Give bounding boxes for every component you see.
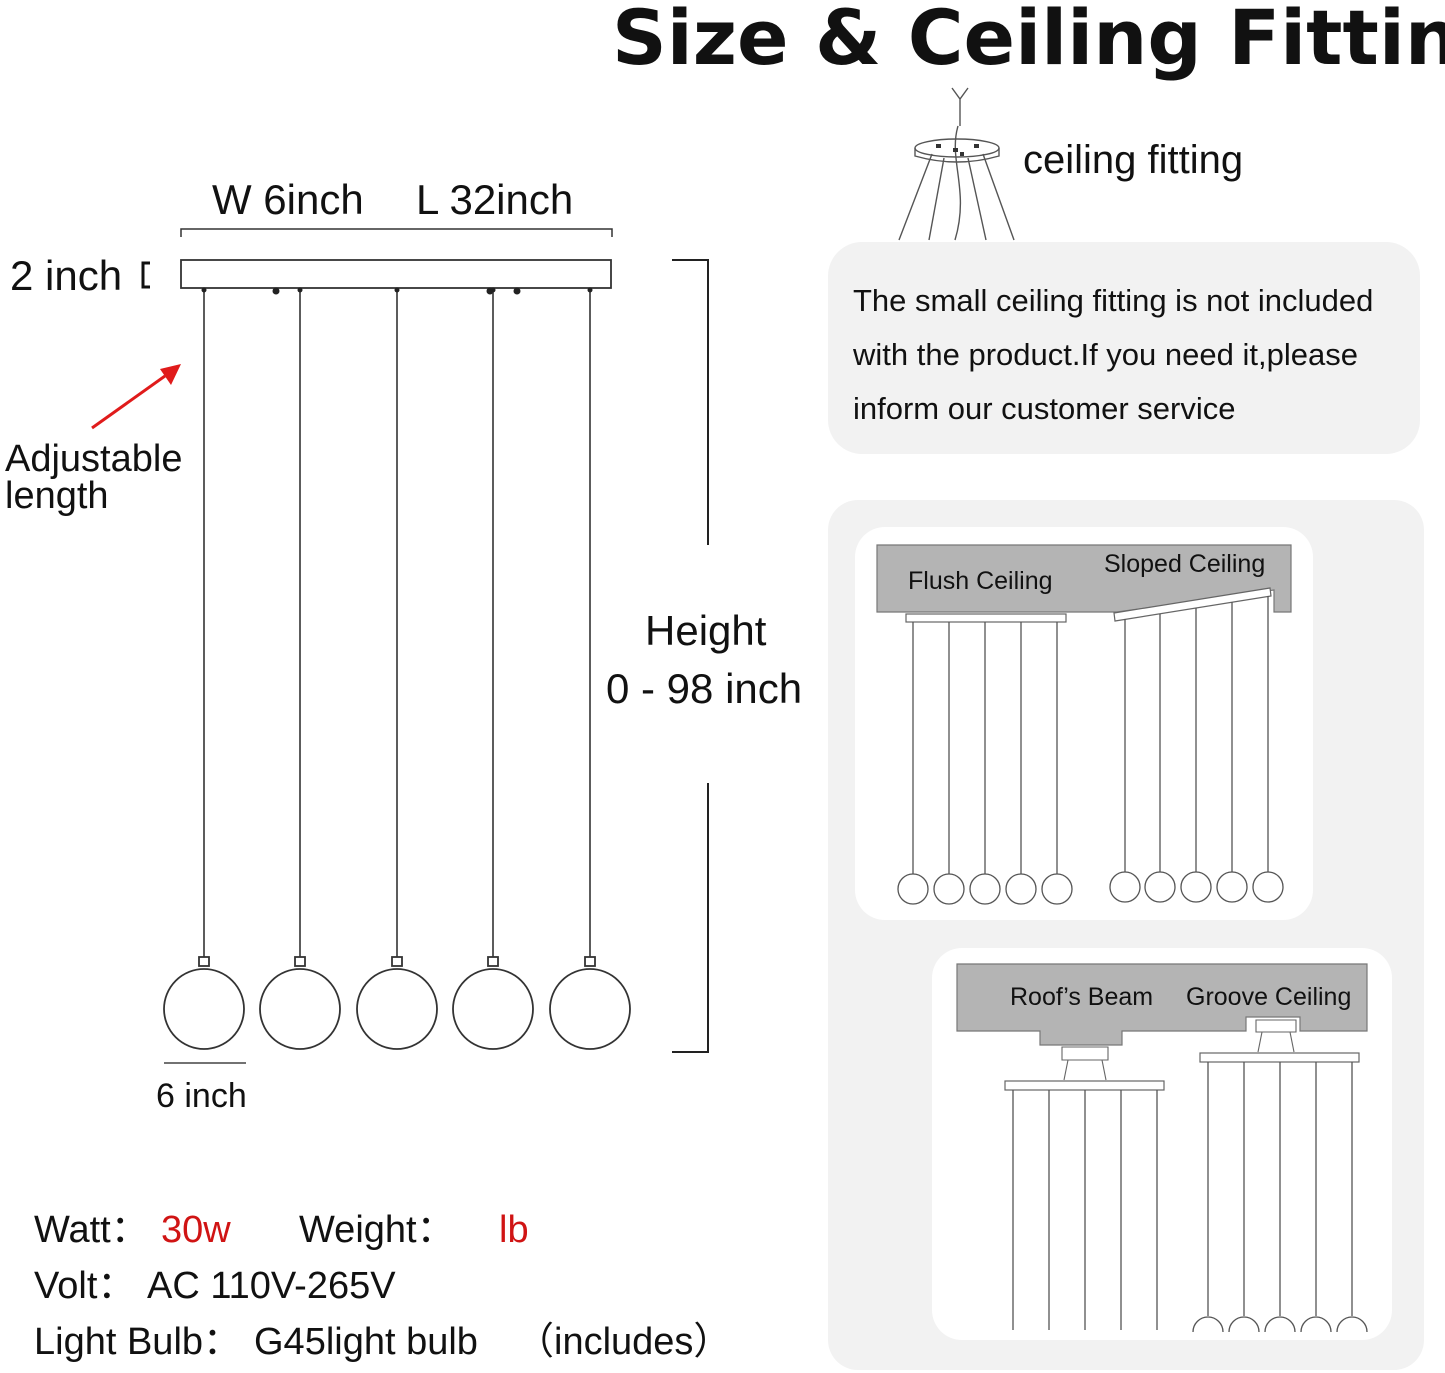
fitting-note-box bbox=[828, 242, 1420, 454]
sloped-ceiling-label: Sloped Ceiling bbox=[1104, 550, 1266, 578]
height-label: Height bbox=[645, 607, 767, 654]
watt-value: 30w bbox=[161, 1209, 231, 1251]
flush-ceiling-label: Flush Ceiling bbox=[908, 567, 1053, 595]
flush-sloped-illustration bbox=[876, 544, 1292, 905]
watt-label: Watt： bbox=[34, 1209, 149, 1251]
height-bracket bbox=[672, 259, 709, 1053]
groove-ceiling-label: Groove Ceiling bbox=[1186, 983, 1352, 1011]
thickness-bracket bbox=[141, 261, 150, 289]
roof-beam-label: Roof’s Beam bbox=[1010, 983, 1154, 1011]
beam-groove-illustration bbox=[956, 963, 1368, 1333]
bulb-label: Light Bulb： bbox=[34, 1321, 242, 1363]
ceiling-fitting-illustration bbox=[898, 87, 1015, 241]
adjustable-arrow bbox=[91, 364, 181, 430]
length-label: L 32inch bbox=[416, 176, 574, 223]
adjustable-label-line2: length bbox=[5, 475, 109, 517]
thickness-label: 2 inch bbox=[10, 252, 123, 299]
fitting-note-text: The small ceiling fitting is not include… bbox=[853, 283, 1374, 426]
width-dimension-line bbox=[180, 228, 613, 237]
cord-anchors bbox=[201, 287, 593, 293]
width-label: W 6inch bbox=[212, 176, 364, 223]
volt-label: Volt： bbox=[34, 1265, 136, 1307]
height-range-label: 0 - 98 inch bbox=[606, 665, 803, 712]
page-title: Size & Ceiling Fitting bbox=[612, 0, 1445, 82]
canopy-bar bbox=[180, 259, 612, 289]
volt-value: AC 110V-265V bbox=[147, 1265, 396, 1307]
bulb-note: （includes） bbox=[516, 1321, 732, 1363]
canopy-screws bbox=[272, 287, 521, 295]
weight-value: lb bbox=[499, 1209, 529, 1251]
pendant-cords bbox=[203, 289, 591, 958]
adjustable-label-line1: Adjustable bbox=[5, 438, 183, 480]
globe-shades bbox=[163, 956, 631, 1050]
globe-size-label: 6 inch bbox=[156, 1077, 247, 1115]
weight-label: Weight： bbox=[299, 1209, 455, 1251]
bulb-value: G45light bulb bbox=[254, 1321, 478, 1363]
ceiling-fitting-label: ceiling fitting bbox=[1023, 138, 1244, 182]
